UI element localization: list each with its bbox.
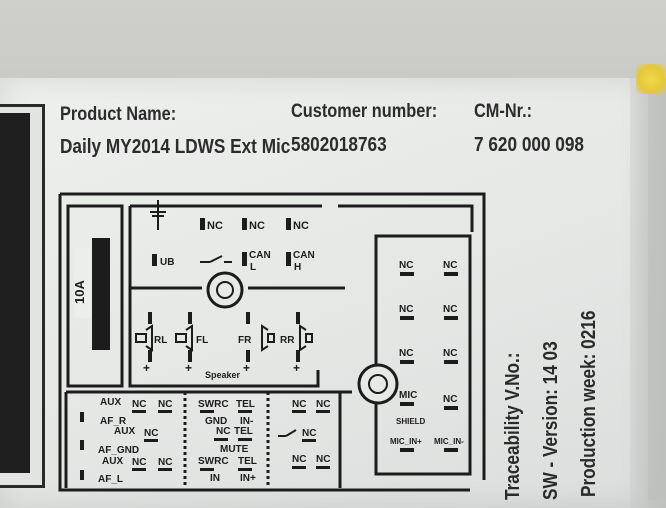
bottom-b-tel-1: TEL (236, 399, 255, 410)
pin-can-l-label-2: L (250, 262, 256, 273)
bottom-b-nc: NC (216, 426, 230, 437)
right-nc-7: NC (443, 394, 457, 405)
bottom-c-nc-3: NC (302, 428, 316, 439)
bottom-b-tel-2: TEL (234, 426, 253, 437)
bottom-b-in-minus: IN- (240, 416, 253, 427)
bottom-b-gnd: GND (205, 416, 227, 427)
outer-frame (58, 192, 486, 492)
bottom-c-nc-5: NC (316, 454, 330, 465)
pin-can-l (242, 252, 247, 266)
bottom-a-aux-1: AUX (100, 397, 121, 408)
product-name-label: Product Name: (60, 104, 177, 125)
main-connector-block (128, 204, 322, 388)
speaker-plus-3: + (243, 361, 250, 375)
speaker-rr-label: RR (280, 335, 295, 346)
pin-nc-3 (286, 218, 291, 230)
speaker-plus-4: + (293, 361, 300, 375)
pin-nc-2 (242, 218, 247, 230)
bottom-a-aux-3: AUX (102, 456, 123, 467)
bottom-a-nc-5: NC (158, 457, 172, 468)
screw-hole-right (357, 363, 399, 405)
speaker-icon-rl (135, 324, 153, 352)
cm-nr-label: CM-Nr.: (474, 101, 533, 122)
speaker-plus-1: + (143, 361, 150, 375)
switch-icon-bottom (278, 429, 297, 437)
bottom-b-pins (200, 410, 252, 471)
right-nc-4: NC (443, 304, 457, 315)
pin-can-h-label-2: H (294, 262, 301, 273)
yellow-marker-dot (636, 64, 666, 94)
right-nc-3: NC (399, 304, 413, 315)
speaker-icon-rr (299, 324, 313, 352)
right-mic-in-plus-label: MIC_IN+ (390, 437, 422, 446)
right-shield-label: SHIELD (396, 417, 426, 426)
customer-number-label: Customer number: (291, 101, 438, 122)
bottom-c-nc-2: NC (316, 399, 330, 410)
pin-nc-1-label: NC (207, 220, 223, 232)
bottom-c-pins (292, 410, 330, 469)
bottom-b-swrc-1: SWRC (198, 399, 229, 410)
left-frame-shadow (0, 113, 30, 473)
switch-icon (200, 255, 232, 263)
pin-ub (152, 254, 157, 266)
fuse-label-plate (74, 248, 90, 318)
fuse-body (92, 238, 110, 350)
bottom-a-aux-2: AUX (114, 426, 135, 437)
ground-icon (150, 200, 166, 230)
bottom-c-nc-4: NC (292, 454, 306, 465)
customer-number-value: 5802018763 (291, 134, 387, 156)
pin-can-h-label-1: CAN (293, 250, 315, 261)
production-week-label: Production week: 0216 (578, 310, 600, 497)
fuse-rating: 10A (72, 280, 87, 304)
pin-nc-2-label: NC (249, 220, 265, 232)
speaker-fr-label: FR (238, 335, 252, 346)
right-nc-2: NC (443, 260, 457, 271)
bottom-a-af-gnd: AF_GND (98, 445, 139, 456)
traceability-label: Traceability V.No.: (502, 352, 524, 500)
bottom-a-af-r: AF_R (100, 416, 127, 427)
bottom-a-pins (80, 410, 172, 480)
pin-can-h (286, 252, 291, 266)
pin-nc-3-label: NC (293, 220, 309, 232)
speaker-pins (148, 312, 300, 362)
bottom-b-in-plus: IN+ (240, 473, 256, 484)
speaker-plus-2: + (185, 361, 192, 375)
pin-ub-label: UB (160, 257, 174, 268)
product-name-value: Daily MY2014 LDWS Ext Mic (60, 136, 291, 158)
right-mic-label: MIC (399, 390, 417, 401)
bottom-b-tel-3: TEL (238, 456, 257, 467)
pin-can-l-label-1: CAN (249, 250, 271, 261)
right-nc-5: NC (399, 348, 413, 359)
bottom-a-nc-2: NC (158, 399, 172, 410)
right-edge-shade (630, 78, 666, 508)
speaker-group-label: Speaker (205, 370, 241, 380)
bottom-b-in: IN (210, 473, 220, 484)
bottom-a-nc-4: NC (132, 457, 146, 468)
right-nc-6: NC (443, 348, 457, 359)
bottom-c-nc-1: NC (292, 399, 306, 410)
bottom-b-swrc-2: SWRC (198, 456, 229, 467)
screw-hole-top (206, 271, 244, 309)
bottom-a-af-l: AF_L (98, 474, 123, 485)
right-nc-1: NC (399, 260, 413, 271)
left-frame-strip (0, 104, 45, 488)
speaker-rl-label: RL (154, 335, 167, 346)
speaker-icon-fr (261, 324, 275, 352)
bottom-b-mute: MUTE (220, 444, 249, 455)
speaker-fl-label: FL (196, 335, 208, 346)
sw-version-label: SW - Version: 14 03 (540, 341, 562, 500)
speaker-icon-fl (175, 324, 193, 352)
pin-nc-1 (200, 218, 205, 230)
fuse-compartment (66, 204, 124, 388)
bottom-a-nc-1: NC (132, 399, 146, 410)
right-connector-block (374, 234, 472, 476)
right-block-pins (400, 272, 458, 452)
bottom-a-nc-3: NC (144, 428, 158, 439)
cm-nr-value: 7 620 000 098 (474, 134, 584, 156)
right-mic-in-minus-label: MIC_IN- (434, 437, 464, 446)
